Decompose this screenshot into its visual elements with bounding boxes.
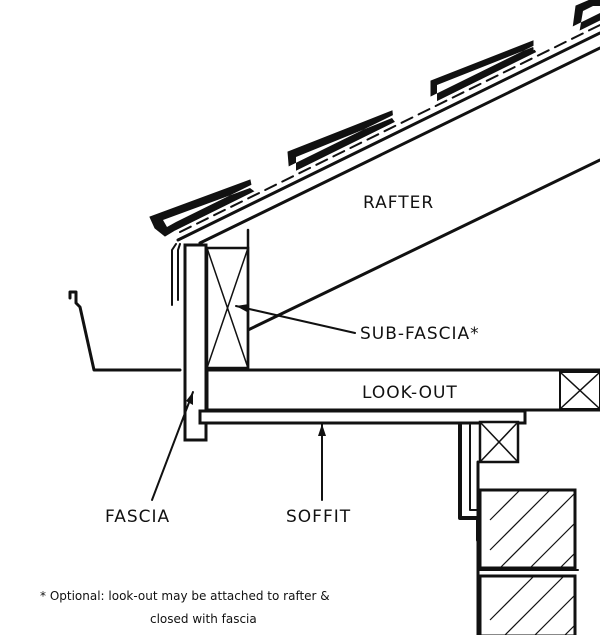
masonry-wall: [476, 460, 579, 635]
soffit-panel: [198, 409, 527, 425]
label-look-out: LOOK-OUT: [362, 383, 458, 403]
leader-sub-fascia: [235, 305, 356, 334]
label-rafter: RAFTER: [363, 193, 434, 213]
drip-edge: [171, 243, 177, 306]
leader-fascia: [151, 391, 194, 501]
label-fascia: FASCIA: [105, 507, 170, 527]
rafter-top-edge: [176, 31, 600, 242]
gutter: [68, 290, 182, 372]
roof-underlayment-dashed: [179, 24, 600, 233]
label-sub-fascia: SUB-FASCIA*: [360, 324, 480, 344]
rafter-top-edge-2: [198, 46, 600, 245]
label-soffit: SOFFIT: [286, 507, 351, 527]
footnote-line-1: * Optional: look-out may be attached to …: [40, 589, 330, 603]
rafter-bottom-edge: [246, 158, 600, 332]
footnote-line-2: closed with fascia: [150, 612, 257, 626]
